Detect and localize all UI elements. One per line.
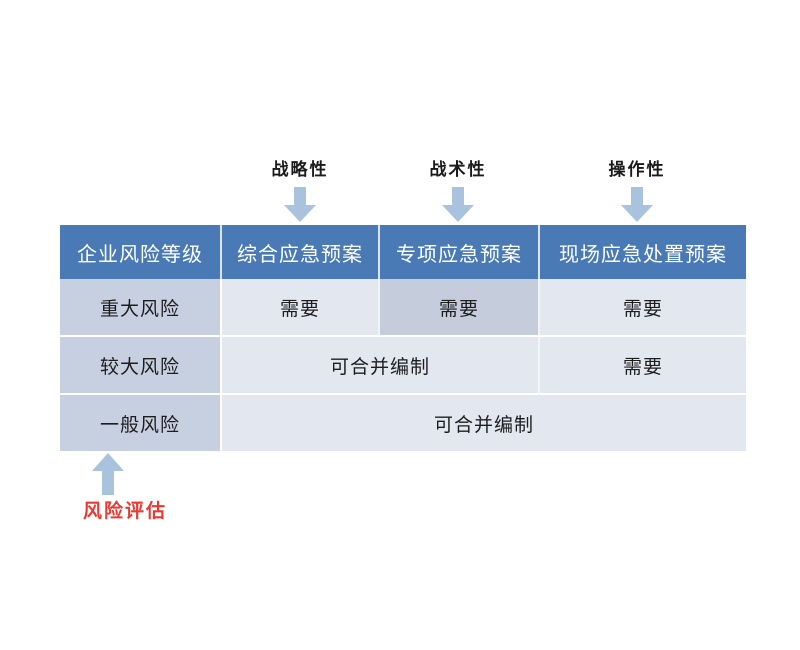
bottom-annotation-arrow [82, 452, 142, 498]
annotation-operational: 操作性 [552, 160, 722, 228]
cell-major-comprehensive: 需要 [222, 279, 380, 337]
cell-major-onsite: 需要 [540, 279, 746, 337]
arrow-down-icon [442, 187, 474, 222]
annotation-strategic-label: 战略性 [271, 160, 329, 179]
matrix-body: 重大风险 需要 需要 需要 较大风险 可合并编制 需要 一般风险 可合并编制 [60, 279, 746, 451]
column-header-comprehensive-plan: 综合应急预案 [222, 225, 380, 279]
risk-plan-matrix: 企业风险等级 综合应急预案 专项应急预案 现场应急处置预案 重大风险 需要 需要… [60, 225, 746, 451]
table-row: 较大风险 可合并编制 需要 [60, 337, 746, 395]
top-annotation-layer: 战略性 战术性 操作性 [0, 0, 800, 225]
arrow-down-icon [284, 187, 316, 222]
column-header-risk-level: 企业风险等级 [60, 225, 222, 279]
annotation-operational-label: 操作性 [608, 160, 666, 179]
column-header-special-plan: 专项应急预案 [380, 225, 540, 279]
column-header-onsite-plan: 现场应急处置预案 [540, 225, 746, 279]
risk-assessment-label: 风险评估 [82, 501, 167, 522]
annotation-tactical: 战术性 [373, 160, 543, 228]
cell-large-onsite: 需要 [540, 337, 746, 395]
table-row: 一般风险 可合并编制 [60, 395, 746, 451]
annotation-strategic: 战略性 [215, 160, 385, 228]
table-row: 重大风险 需要 需要 需要 [60, 279, 746, 337]
row-header-large-risk: 较大风险 [60, 337, 222, 395]
cell-general-merged-plan: 可合并编制 [222, 395, 746, 451]
arrow-up-icon [92, 453, 124, 495]
cell-major-special: 需要 [380, 279, 540, 337]
row-header-general-risk: 一般风险 [60, 395, 222, 451]
arrow-down-icon [621, 187, 653, 222]
cell-large-merged-plan: 可合并编制 [222, 337, 540, 395]
annotation-tactical-label: 战术性 [429, 160, 487, 179]
row-header-major-risk: 重大风险 [60, 279, 222, 337]
matrix-header-row: 企业风险等级 综合应急预案 专项应急预案 现场应急处置预案 [60, 225, 746, 279]
